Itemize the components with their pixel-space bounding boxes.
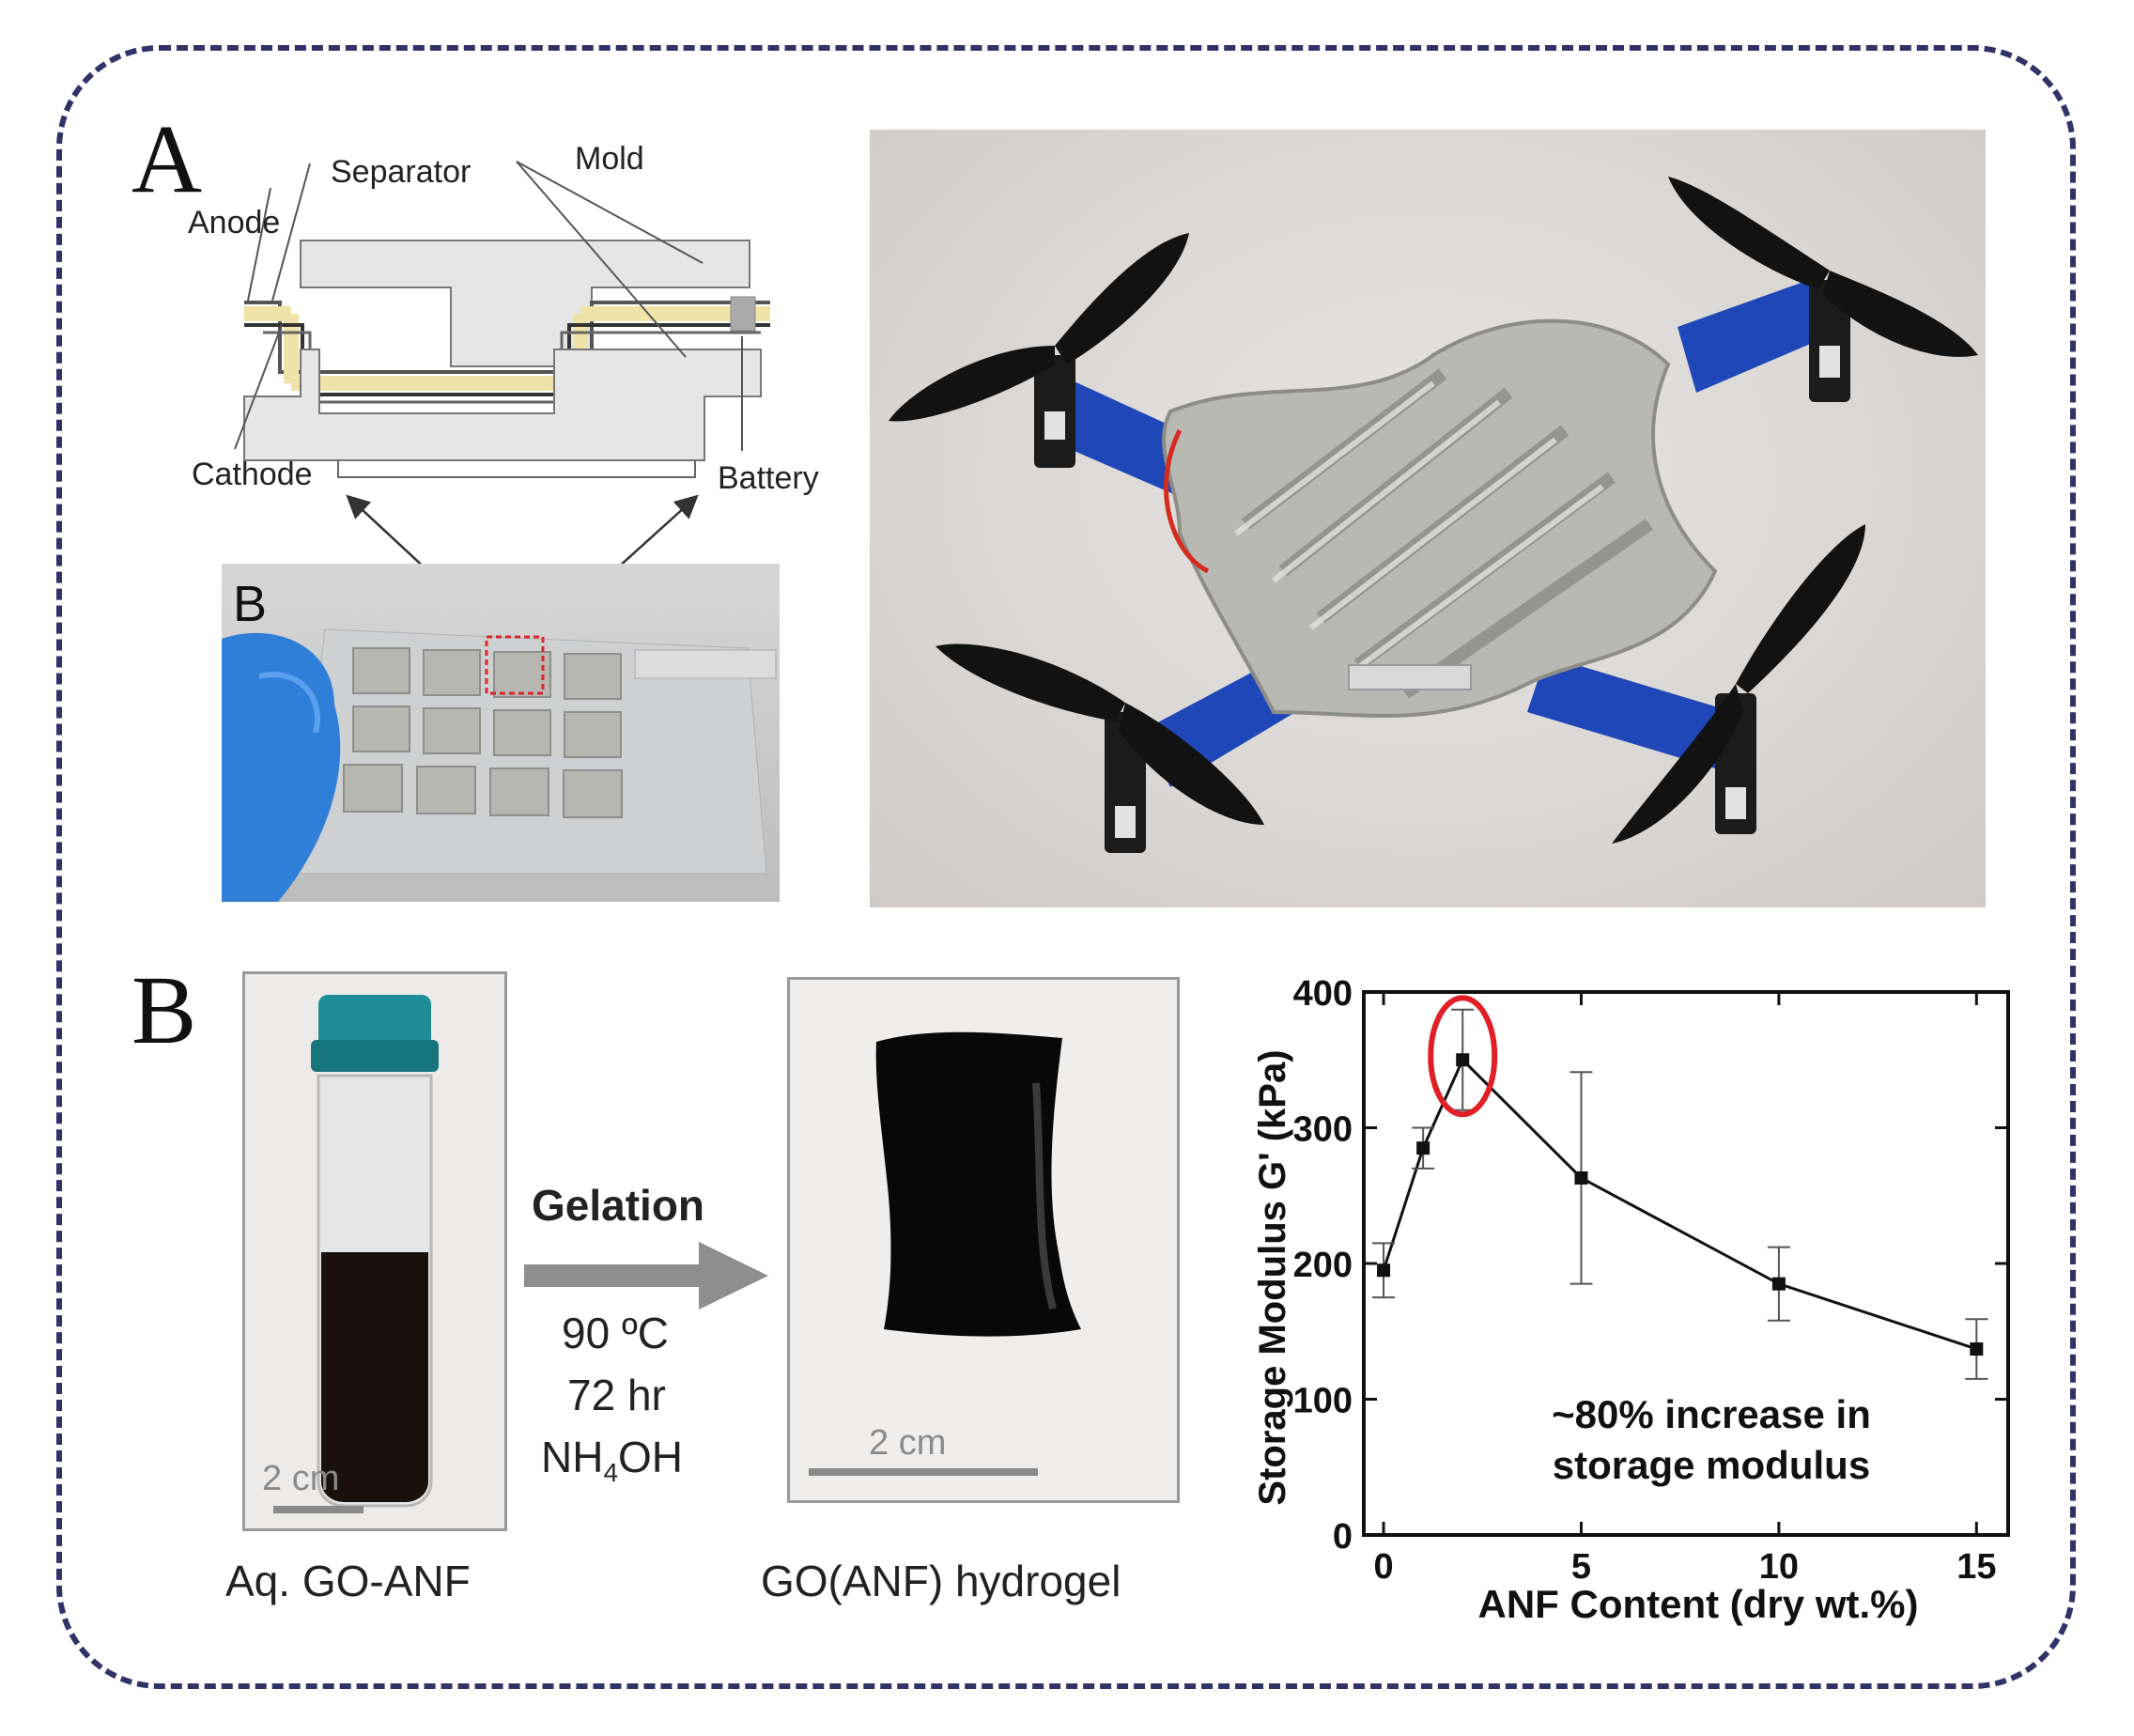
drone-propellers (889, 177, 1978, 844)
data-point (1456, 1053, 1470, 1067)
hydrogel-caption: GO(ANF) hydrogel (761, 1557, 1121, 1605)
mold-label: Mold (575, 141, 644, 177)
battery-tab (730, 296, 756, 332)
cathode-label: Cathode (192, 457, 313, 492)
flexible-battery-photo: B (222, 564, 780, 902)
y-tick-label: 0 (1333, 1517, 1353, 1557)
mold-bottom (243, 349, 762, 461)
annotation-line-1: ~80% increase in (1552, 1392, 1871, 1436)
process-temperature: 90 ºC (562, 1309, 669, 1357)
x-axis-label: ANF Content (dry wt.%) (1478, 1582, 1919, 1626)
drone-photo (870, 130, 1986, 907)
process-time: 72 hr (567, 1371, 666, 1419)
process-arrow (524, 1242, 768, 1310)
series-line (1382, 1057, 1977, 1351)
hydrogel-piece (875, 1031, 1081, 1337)
process-reagent: NH4OH (541, 1435, 683, 1486)
x-tick-label: 5 (1571, 1547, 1591, 1587)
annotation-line-2: storage modulus (1553, 1443, 1870, 1487)
reagent-main: NH (541, 1433, 604, 1481)
vial-photo: 2 cm (242, 971, 507, 1531)
hydrogel-scale-label: 2 cm (869, 1423, 947, 1463)
hydrogel-photo: 2 cm (787, 977, 1180, 1503)
data-point (1970, 1342, 1984, 1356)
vial-scale-label: 2 cm (262, 1459, 340, 1498)
y-tick-label: 400 (1293, 974, 1353, 1014)
hydrogel-scale-bar (809, 1468, 1038, 1476)
reagent-tail: OH (618, 1433, 684, 1481)
cathode-layer (244, 323, 770, 396)
separator-layer-bottom (244, 314, 770, 391)
battery-label: Battery (718, 460, 819, 496)
x-tick-label: 10 (1759, 1547, 1799, 1587)
y-tick-label: 200 (1293, 1246, 1353, 1285)
x-tick-label: 0 (1373, 1547, 1393, 1587)
inner-layer-a (263, 331, 761, 404)
reagent-subscript: 4 (603, 1458, 619, 1488)
x-tick-label: 15 (1956, 1547, 1996, 1587)
figure-frame (56, 45, 2076, 1689)
data-point (1377, 1263, 1391, 1278)
vial-scale-bar (273, 1506, 363, 1513)
y-tick-label: 100 (1293, 1382, 1353, 1421)
process-title: Gelation (532, 1181, 705, 1230)
flexible-battery-sheet (222, 628, 777, 902)
y-axis-label: Storage Modulus G' (kPa) (1252, 1049, 1293, 1505)
separator-layer-top (244, 306, 770, 383)
data-point (1574, 1170, 1588, 1185)
peak-highlight-ellipse (1428, 995, 1498, 1118)
battery-mold-diagram (234, 161, 770, 478)
inset-letter: B (233, 576, 268, 632)
data-point (1416, 1141, 1430, 1155)
anode-layer (244, 301, 770, 374)
vial-liquid (321, 1252, 428, 1502)
panel-b-letter: B (131, 956, 197, 1064)
data-point (1771, 1277, 1786, 1291)
panel-a-letter: A (131, 105, 203, 213)
storage-modulus-chart: Storage Modulus G' (kPa) ANF Content (dr… (1252, 974, 2010, 1626)
y-tick-label: 300 (1293, 1110, 1353, 1150)
vial-caption: Aq. GO-ANF (225, 1557, 471, 1605)
anode-label: Anode (188, 205, 281, 240)
separator-label: Separator (331, 154, 472, 190)
